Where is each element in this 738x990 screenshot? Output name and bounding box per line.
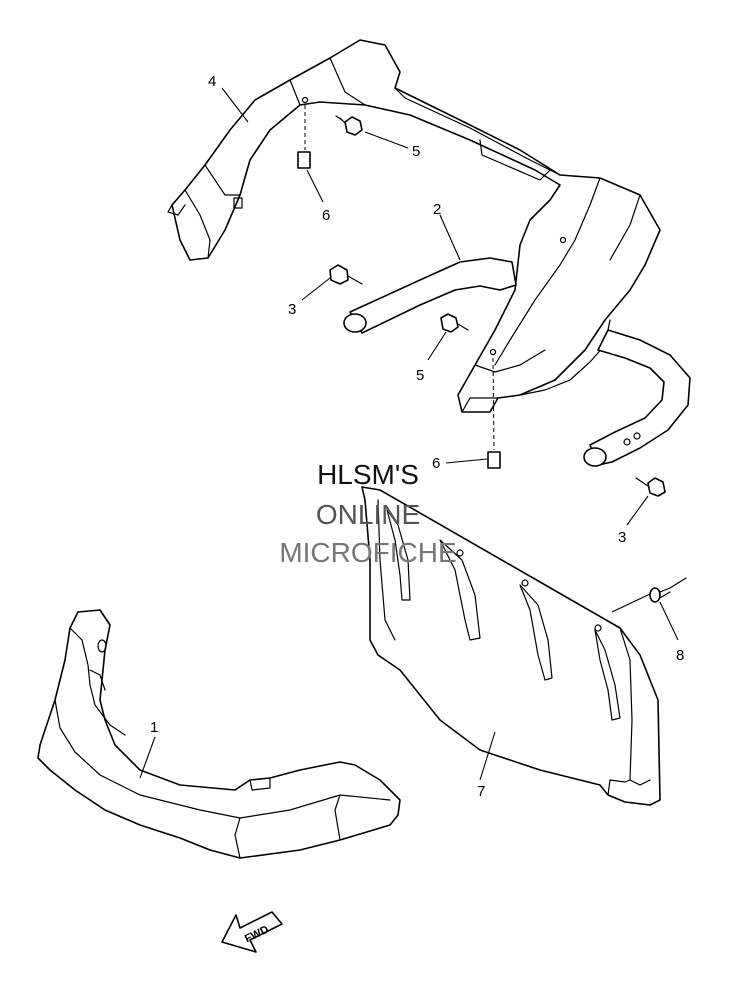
rivet-8	[649, 577, 687, 603]
callout-4: 4	[208, 73, 216, 90]
bolt-5-middle	[440, 313, 469, 333]
watermark-line-1: HLSM'S	[317, 459, 419, 490]
part-4-upper-guard	[167, 39, 661, 413]
callout-5-middle: 5	[416, 367, 424, 384]
watermark-line-2: ONLINE	[316, 499, 420, 530]
bolt-3-left	[329, 264, 363, 285]
callout-7: 7	[477, 783, 485, 800]
callout-3-left: 3	[288, 301, 296, 318]
bolt-5-upper	[335, 115, 363, 136]
callout-3-right: 3	[618, 529, 626, 546]
part-1-front-bumper	[37, 609, 401, 859]
callout-6-upper: 6	[322, 207, 330, 224]
fwd-arrow: FWD	[221, 911, 283, 953]
callout-2: 2	[433, 201, 441, 218]
hardware	[297, 105, 687, 603]
clip-6-lower	[487, 451, 501, 469]
watermark-line-3: MICROFICHE	[279, 537, 456, 568]
callout-8: 8	[676, 647, 684, 664]
watermark: HLSM'S ONLINE MICROFICHE	[279, 459, 456, 568]
leader-lines	[139, 87, 679, 781]
part-2-tube-bar	[343, 257, 691, 467]
clip-6-upper	[297, 151, 311, 169]
part-7-panel	[361, 486, 661, 806]
callout-1: 1	[150, 719, 158, 736]
bolt-3-right	[635, 477, 666, 497]
callout-5-upper: 5	[412, 143, 420, 160]
callout-6-lower: 6	[432, 455, 440, 472]
callout-labels: 1 2 3 3 4 5 5 6 6 7 8	[150, 73, 684, 800]
